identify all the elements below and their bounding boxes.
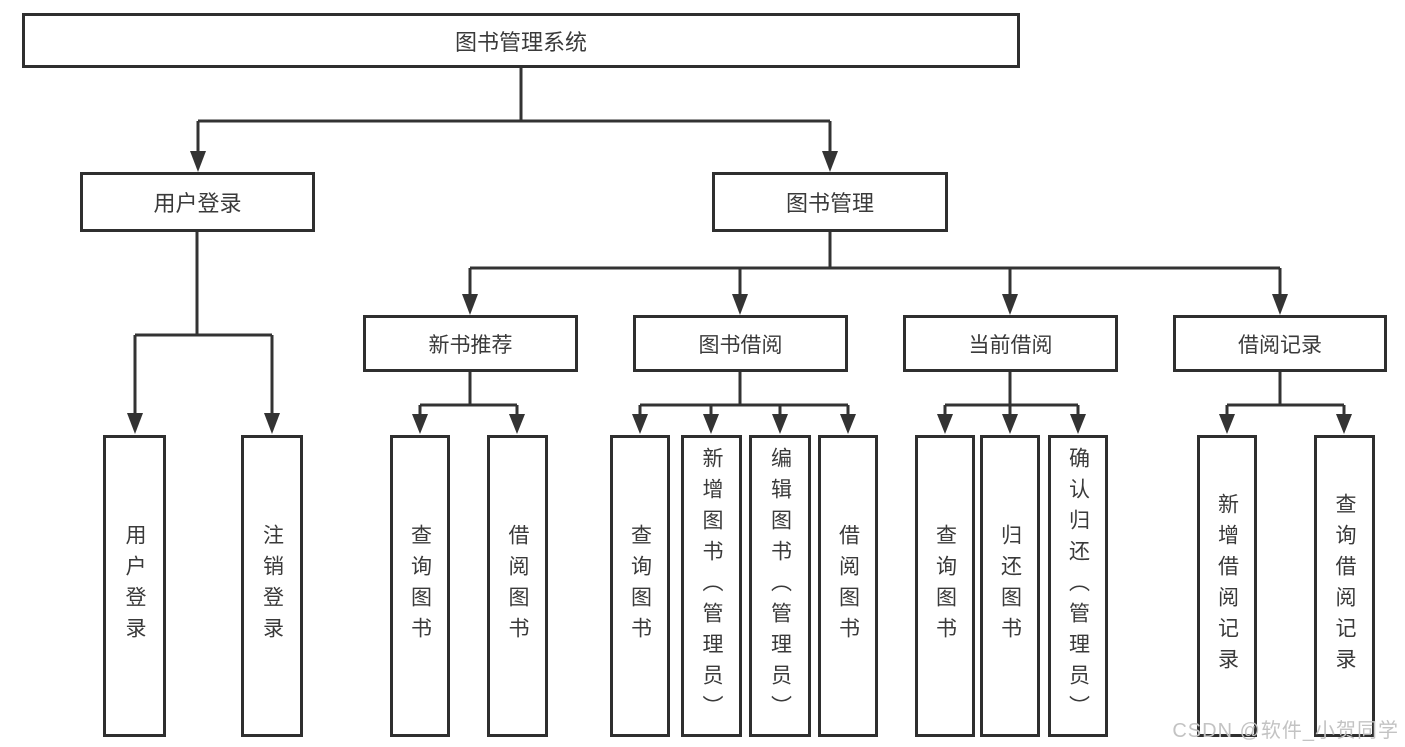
node-label: 确认归还（管理员） (1066, 446, 1090, 726)
node-leaf-edit-books-admin: 编辑图书（管理员） (749, 435, 811, 737)
node-book-management-module: 图书管理 (712, 172, 948, 232)
node-label: 新增图书（管理员） (700, 446, 723, 726)
node-label: 查询图书 (628, 524, 652, 648)
node-leaf-user-login: 用户登录 (103, 435, 166, 737)
node-label: 用户登录 (153, 191, 242, 216)
node-new-book-recommend: 新书推荐 (363, 315, 578, 372)
node-leaf-query-books-current: 查询图书 (915, 435, 975, 737)
node-label: 查询借阅记录 (1333, 493, 1356, 679)
node-label: 用户登录 (123, 524, 146, 648)
node-label: 归还图书 (998, 524, 1022, 648)
node-leaf-borrow-books: 借阅图书 (818, 435, 878, 737)
node-leaf-query-books-recommend: 查询图书 (390, 435, 450, 737)
node-book-borrow: 图书借阅 (633, 315, 848, 372)
node-leaf-add-borrow-record: 新增借阅记录 (1197, 435, 1257, 737)
node-label: 查询图书 (933, 524, 957, 648)
node-leaf-query-books-borrow: 查询图书 (610, 435, 670, 737)
node-label: 借阅图书 (506, 524, 529, 648)
node-leaf-logout: 注销登录 (241, 435, 303, 737)
node-label: 注销登录 (260, 524, 284, 648)
node-label: 图书管理 (785, 191, 874, 216)
node-borrow-record: 借阅记录 (1173, 315, 1387, 372)
node-leaf-query-borrow-record: 查询借阅记录 (1314, 435, 1375, 737)
csdn-watermark: CSDN @软件_小贺同学 (1172, 720, 1399, 742)
node-leaf-borrow-books-recommend: 借阅图书 (487, 435, 548, 737)
node-leaf-return-books: 归还图书 (980, 435, 1040, 737)
node-label: 借阅图书 (836, 524, 860, 648)
node-label: 查询图书 (408, 524, 432, 648)
node-user-login-module: 用户登录 (80, 172, 315, 232)
node-label: 图书借阅 (698, 333, 783, 357)
node-label: 新增借阅记录 (1215, 493, 1239, 679)
node-label: 当前借阅 (968, 333, 1053, 357)
node-current-borrow: 当前借阅 (903, 315, 1118, 372)
node-label: 新书推荐 (428, 333, 513, 357)
node-leaf-add-books-admin: 新增图书（管理员） (681, 435, 742, 737)
node-label: 编辑图书（管理员） (768, 446, 792, 726)
node-library-management-system: 图书管理系统 (22, 13, 1020, 68)
node-label: 借阅记录 (1238, 333, 1322, 357)
node-label: 图书管理系统 (454, 29, 587, 55)
node-leaf-confirm-return-admin: 确认归还（管理员） (1048, 435, 1108, 737)
